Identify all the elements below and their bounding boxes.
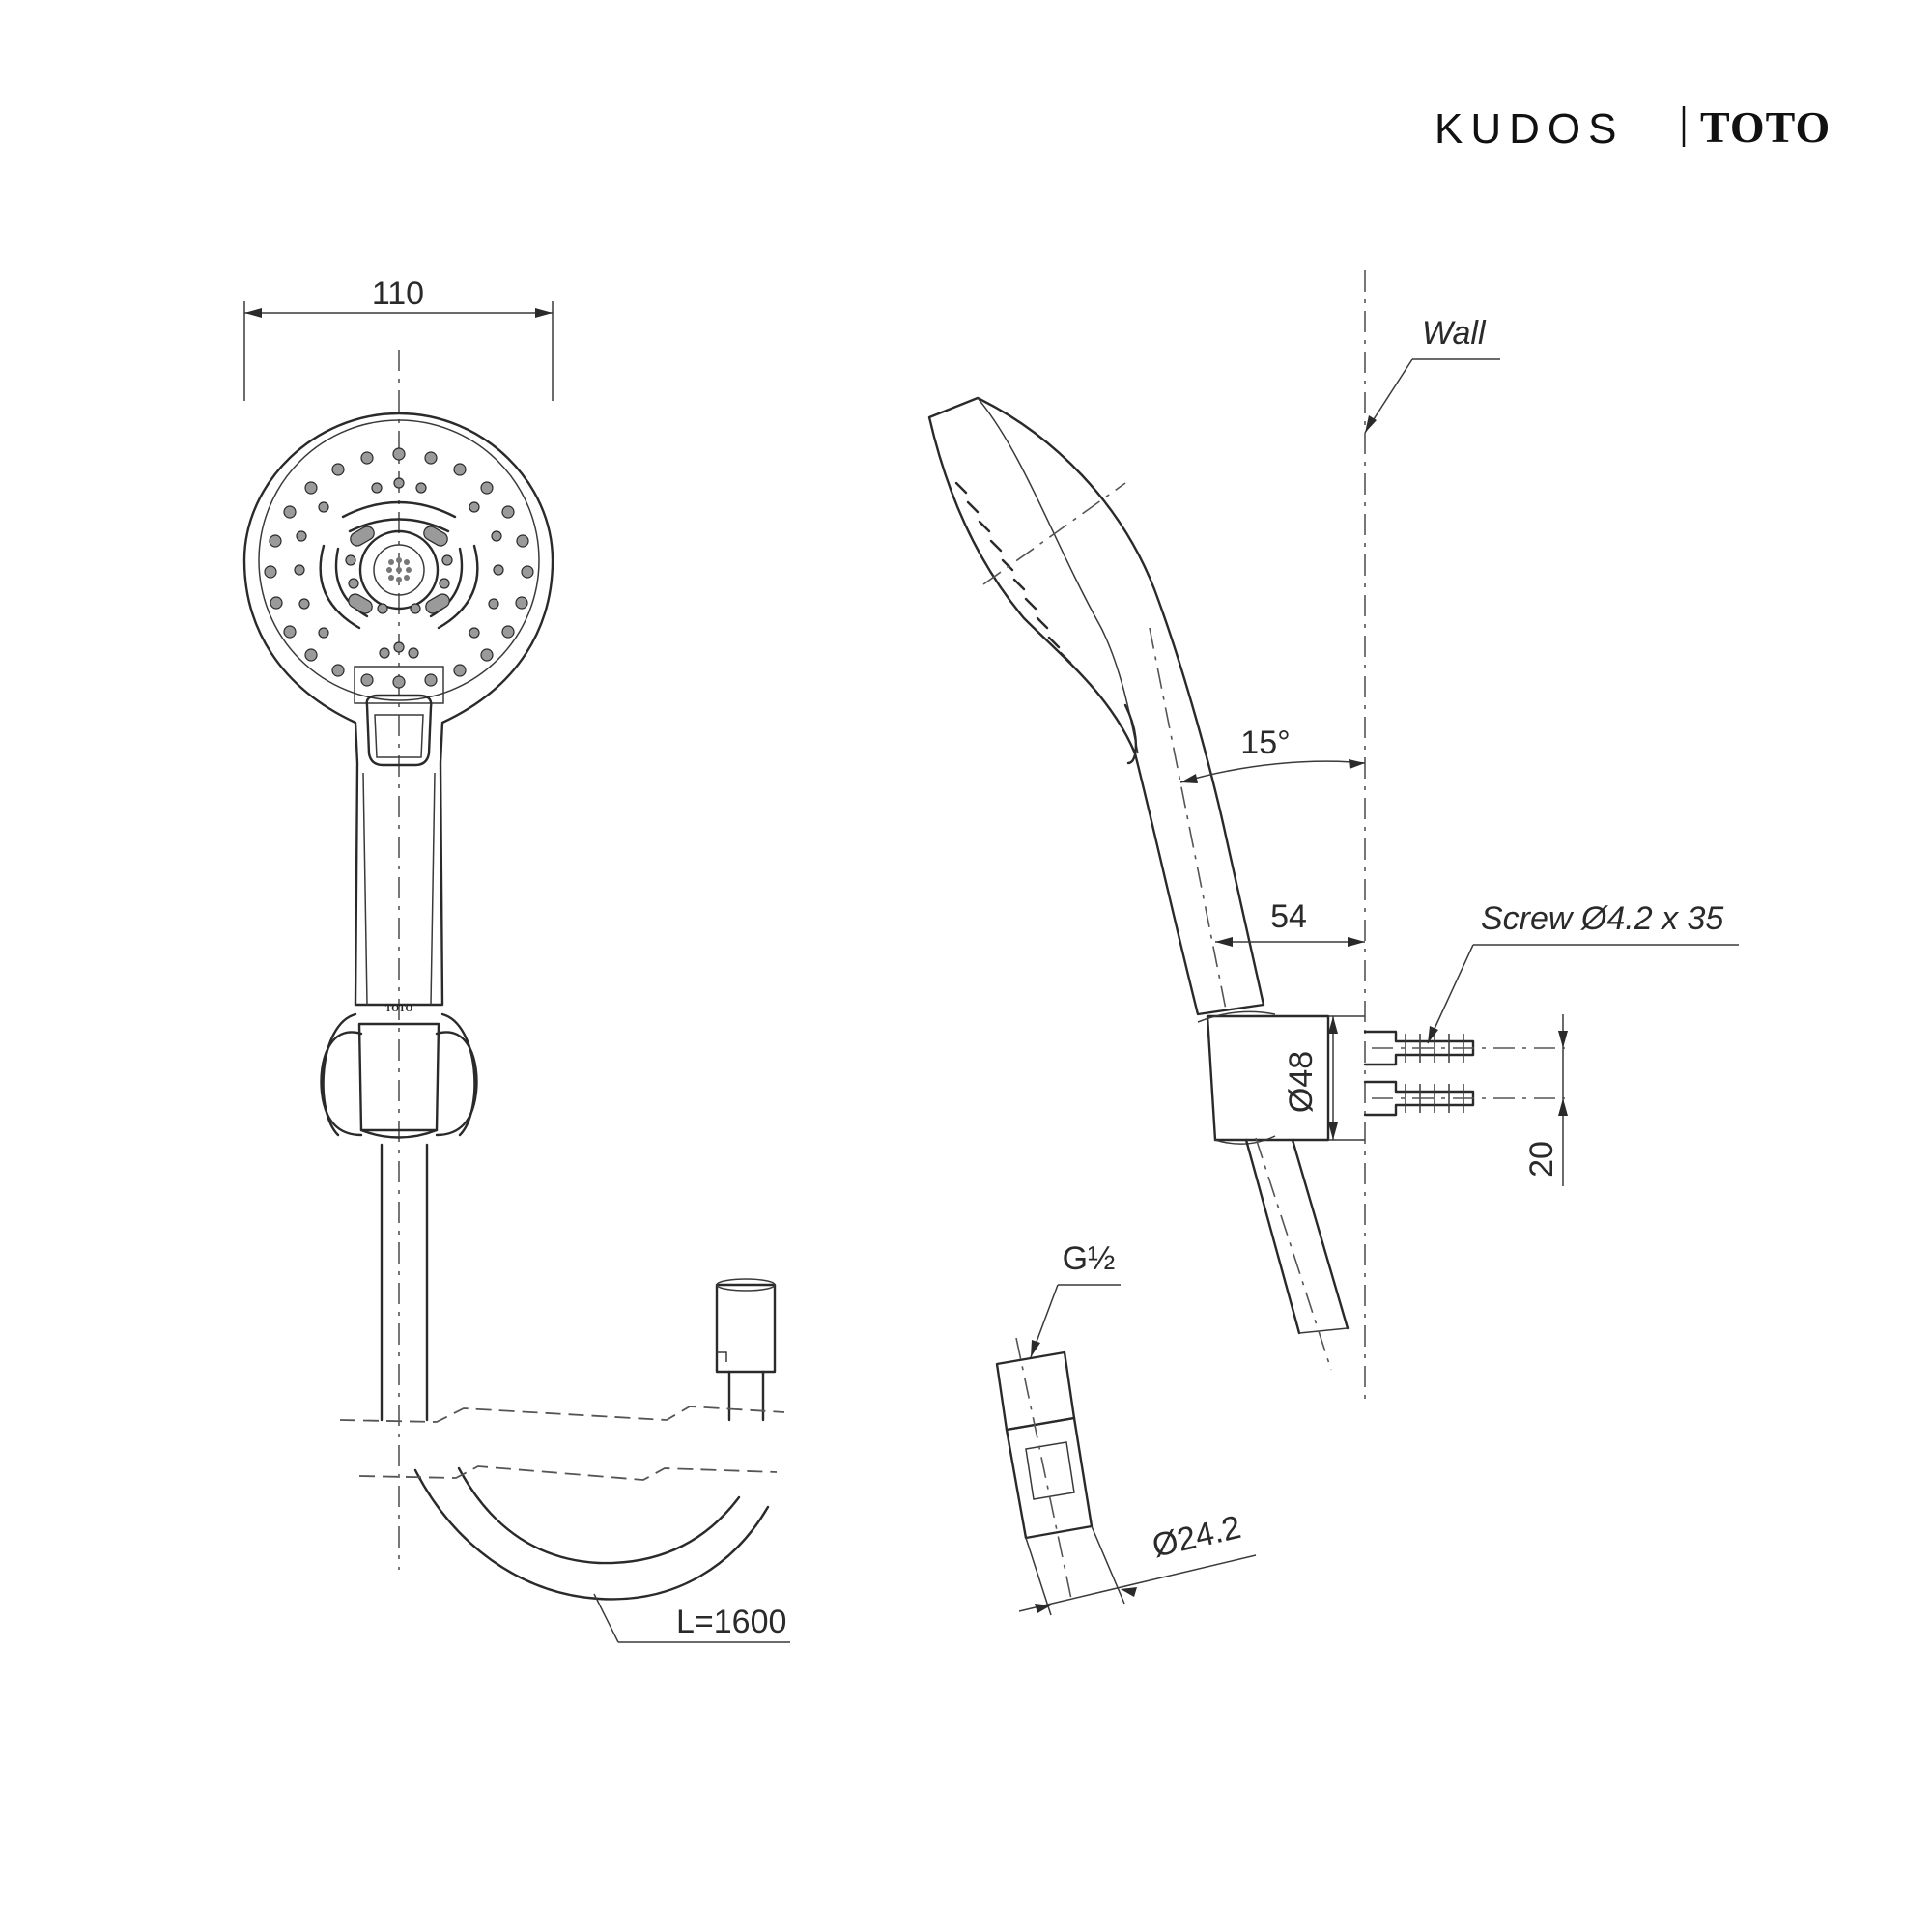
face-ring (258, 419, 540, 701)
profile-button (1123, 703, 1138, 765)
spray-center (358, 529, 440, 611)
screw-spacing-dimension: 20 (1523, 1014, 1568, 1186)
handle-edge-right (430, 772, 436, 1006)
connector-detail: G½ Ø24.2 (995, 1240, 1257, 1616)
width-dimension: 110 (243, 275, 554, 401)
screw-label: Screw Ø4.2 x 35 (1481, 900, 1723, 937)
brand-logo: KUDOS TOTO (1435, 102, 1831, 153)
screws (1363, 1030, 1565, 1117)
thread-label: G½ (1063, 1240, 1116, 1277)
connector-diameter-dimension: Ø24.2 (1018, 1509, 1257, 1616)
connector-axis (1015, 1337, 1073, 1605)
hose-front (380, 1143, 770, 1601)
shower-head-profile (927, 396, 1265, 1016)
depth-dimension: 54 (1215, 898, 1365, 947)
wall-leader: Wall (1364, 315, 1500, 434)
handle-axis-line (1149, 627, 1228, 1015)
side-view: Wall 15° 54 (927, 270, 1739, 1406)
shower-head-outline (242, 412, 554, 1007)
screw-leader: Screw Ø4.2 x 35 (1427, 900, 1739, 1044)
brand-toto: TOTO (1700, 102, 1831, 152)
handle-logo: TOTO (385, 1004, 413, 1014)
mode-button (354, 666, 444, 767)
connector-diameter-label: Ø24.2 (1149, 1509, 1244, 1565)
wall-label: Wall (1422, 315, 1487, 352)
connector-body (1005, 1416, 1094, 1540)
wall-bracket-front (320, 1012, 478, 1139)
nozzle-dots (264, 447, 534, 689)
thread-leader: G½ (1030, 1240, 1121, 1358)
brand-kudos: KUDOS (1435, 105, 1624, 153)
depth-label: 54 (1270, 898, 1307, 935)
spray-slots (319, 500, 479, 630)
head-axis-line (982, 482, 1126, 585)
angle-dimension: 15° (1179, 724, 1366, 783)
hose-side (1244, 1137, 1350, 1371)
hose-length-label: L=1600 (676, 1604, 786, 1640)
handle-edge-left (362, 772, 368, 1006)
profile-inner-line (977, 397, 1139, 754)
connector-nut (995, 1350, 1076, 1432)
width-label: 110 (372, 275, 424, 312)
hose-end-nut (715, 1278, 777, 1374)
angle-label: 15° (1240, 724, 1290, 761)
hose-break-lines (339, 1406, 785, 1481)
screw-spacing-label: 20 (1523, 1141, 1560, 1178)
front-view: 110 (242, 275, 790, 1643)
wall-bracket-side: Ø48 (1197, 1010, 1365, 1145)
length-leader: L=1600 (593, 1593, 790, 1643)
bracket-diameter-label: Ø48 (1283, 1051, 1320, 1113)
profile-nozzles (954, 481, 1072, 665)
